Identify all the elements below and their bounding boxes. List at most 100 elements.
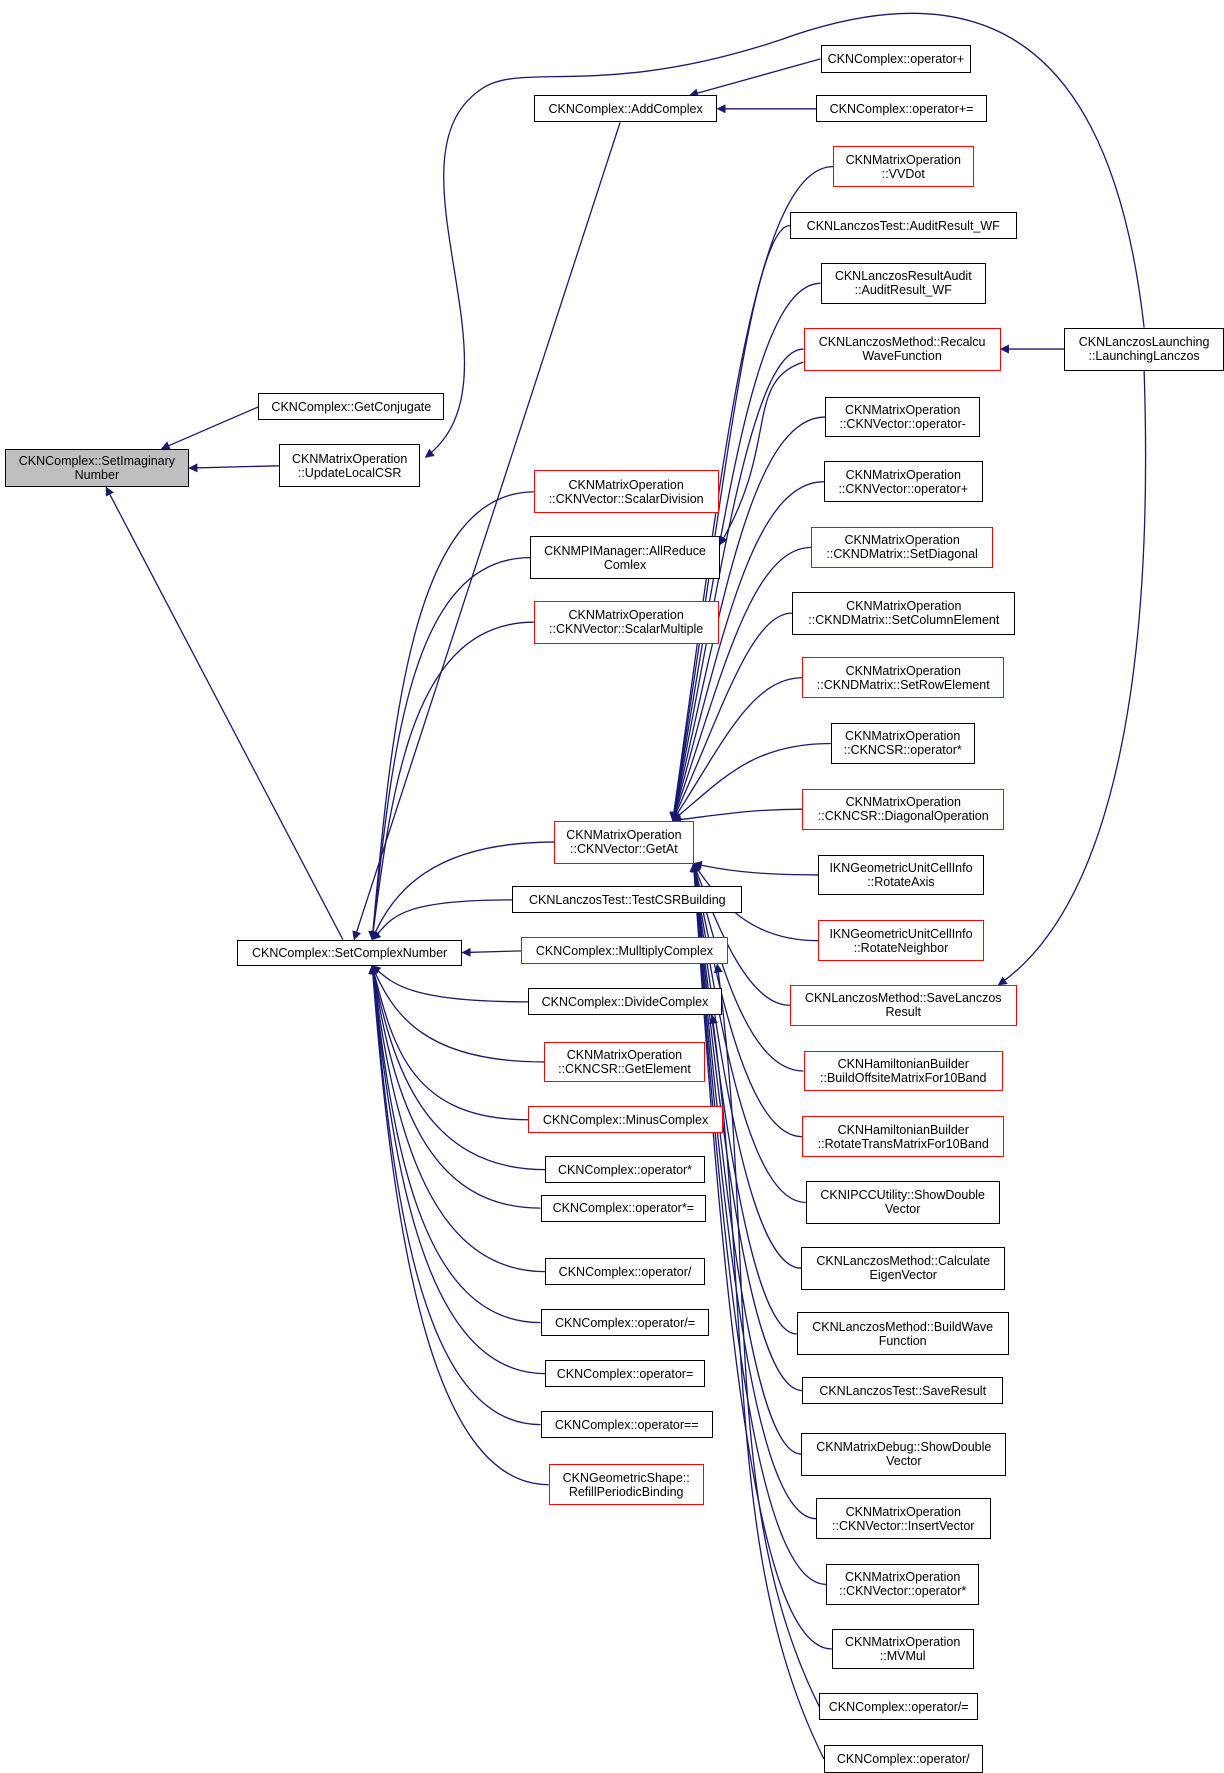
function-node-label: CKNMatrixOperation ::UpdateLocalCSR (291, 451, 408, 480)
function-node[interactable]: CKNMatrixOperation ::CKNDMatrix::SetColu… (792, 591, 1016, 635)
call-edge (692, 860, 819, 876)
function-node-label: CKNMatrixDebug::ShowDouble Vector (816, 1440, 992, 1469)
function-node[interactable]: CKNLanczosMethod::Recalcu WaveFunction (803, 327, 1001, 371)
function-node-label: CKNGeometricShape:: RefillPeriodicBindin… (562, 1470, 690, 1499)
function-node[interactable]: CKNComplex::operator/ (823, 1745, 983, 1773)
function-node[interactable]: CKNComplex::operator* (545, 1156, 705, 1184)
function-node[interactable]: CKNMatrixOperation ::CKNCSR::DiagonalOpe… (802, 788, 1005, 830)
function-node-label: CKNMatrixOperation ::CKNVector::operator… (839, 1570, 967, 1599)
call-edge (690, 862, 803, 1138)
function-node-label: CKNMatrixOperation ::MVMul (845, 1634, 961, 1663)
function-node-label: CKNComplex::operator/ (836, 1751, 970, 1766)
function-node-label: CKNMatrixOperation ::VVDot (845, 152, 961, 181)
function-node[interactable]: CKNComplex::operator/= (540, 1309, 710, 1337)
call-edge (352, 122, 621, 941)
function-node[interactable]: CKNComplex::DivideComplex (528, 988, 722, 1016)
function-node-label: CKNComplex::operator+ (827, 51, 965, 66)
function-node[interactable]: CKNMatrixOperation ::CKNDMatrix::SetRowE… (802, 657, 1005, 699)
function-node[interactable]: CKNMatrixOperation ::CKNVector::operator… (825, 396, 981, 438)
function-node-label: CKNComplex::AddComplex (548, 101, 703, 116)
call-edge (368, 491, 534, 941)
function-node-label: CKNComplex::GetConjugate (271, 399, 432, 414)
call-edge (689, 862, 827, 1586)
call-edge (369, 964, 546, 1171)
function-node[interactable]: IKNGeometricUnitCellInfo ::RotateAxis (818, 854, 984, 896)
function-node[interactable]: CKNMatrixOperation ::CKNVector::operator… (826, 1564, 980, 1605)
root-function-node[interactable]: CKNComplex::SetImaginary Number (4, 448, 190, 488)
call-edge (671, 546, 812, 822)
function-node[interactable]: IKNGeometricUnitCellInfo ::RotateNeighbo… (818, 920, 984, 962)
call-edge (671, 742, 831, 822)
call-edge (369, 964, 541, 1209)
function-node-label: CKNLanczosTest::SaveResult (819, 1383, 987, 1398)
call-edge (105, 486, 344, 940)
function-node-label: IKNGeometricUnitCellInfo ::RotateNeighbo… (829, 926, 973, 955)
function-node[interactable]: CKNComplex::operator+ (820, 45, 972, 73)
call-edge (690, 862, 806, 1204)
call-edge (371, 964, 529, 1003)
function-node[interactable]: CKNComplex::MulltiplyComplex (521, 937, 728, 965)
function-node[interactable]: CKNMatrixOperation ::VVDot (833, 146, 974, 187)
function-node[interactable]: CKNComplex::operator= (545, 1360, 705, 1388)
function-node[interactable]: CKNComplex::operator== (540, 1411, 713, 1439)
function-node[interactable]: CKNMatrixOperation ::CKNCSR::GetElement (544, 1041, 705, 1083)
call-edge (424, 12, 1145, 458)
call-edge (669, 224, 790, 822)
function-node[interactable]: CKNLanczosTest::AuditResult_WF (789, 211, 1017, 240)
function-node[interactable]: CKNMatrixOperation ::MVMul (831, 1628, 974, 1670)
function-node[interactable]: CKNMatrixDebug::ShowDouble Vector (801, 1432, 1007, 1476)
call-edge (719, 361, 804, 546)
call-edge (368, 964, 541, 1324)
function-node[interactable]: CKNMatrixOperation ::UpdateLocalCSR (278, 444, 421, 488)
function-node-label: CKNComplex::SetImaginary Number (18, 454, 176, 483)
function-node-label: CKNMatrixOperation ::CKNVector::GetAt (566, 828, 682, 857)
function-node[interactable]: CKNComplex::operator/= (819, 1693, 979, 1721)
function-node[interactable]: CKNMatrixOperation ::CKNDMatrix::SetDiag… (811, 527, 993, 568)
function-node[interactable]: CKNComplex::operator*= (540, 1194, 707, 1222)
function-node-label: CKNLanczosLaunching ::LaunchingLanczos (1078, 335, 1210, 364)
function-node[interactable]: CKNLanczosLaunching ::LaunchingLanczos (1064, 327, 1224, 371)
function-node[interactable]: CKNIPCCUtility::ShowDouble Vector (805, 1180, 1000, 1224)
function-node-label: CKNMatrixOperation ::CKNVector::operator… (838, 467, 969, 496)
function-node[interactable]: CKNComplex::AddComplex (533, 95, 718, 123)
function-node[interactable]: CKNMatrixOperation ::CKNVector::GetAt (554, 820, 694, 864)
function-node[interactable]: CKNMatrixOperation ::CKNVector::operator… (823, 461, 983, 503)
call-edge (689, 862, 802, 1455)
function-node[interactable]: CKNComplex::operator+= (816, 95, 988, 123)
function-node-label: CKNMatrixOperation ::CKNVector::ScalarMu… (549, 608, 704, 637)
call-edge (160, 406, 259, 450)
function-node[interactable]: CKNComplex::MinusComplex (528, 1106, 724, 1134)
function-node[interactable]: CKNLanczosMethod::Calculate EigenVector (801, 1246, 1006, 1290)
function-node[interactable]: CKNHamiltonianBuilder ::BuildOffsiteMatr… (803, 1050, 1003, 1092)
function-node[interactable]: CKNLanczosMethod::BuildWave Function (796, 1312, 1009, 1356)
function-node[interactable]: CKNMatrixOperation ::CKNCSR::operator* (830, 723, 975, 764)
function-node[interactable]: CKNLanczosResultAudit ::AuditResult_WF (820, 262, 986, 304)
function-node-label: CKNComplex::SetComplexNumber (252, 945, 448, 960)
function-node-label: CKNMatrixOperation ::CKNDMatrix::SetRowE… (816, 663, 990, 692)
function-node[interactable]: CKNLanczosTest::TestCSRBuilding (512, 886, 743, 914)
function-node[interactable]: CKNMPIManager::AllReduce Comlex (530, 536, 720, 580)
function-node[interactable]: CKNMatrixOperation ::CKNVector::InsertVe… (816, 1498, 991, 1540)
function-node[interactable]: CKNComplex::GetConjugate (258, 393, 445, 421)
function-node-label: CKNHamiltonianBuilder ::BuildOffsiteMatr… (820, 1056, 987, 1085)
function-node-label: CKNComplex::operator* (557, 1162, 693, 1177)
call-edge (713, 963, 820, 1708)
call-edge (693, 862, 819, 942)
function-node[interactable]: CKNLanczosMethod::SaveLanczos Result (789, 984, 1017, 1026)
function-node-label: CKNComplex::MulltiplyComplex (535, 943, 714, 958)
function-node[interactable]: CKNComplex::SetComplexNumber (236, 939, 463, 966)
function-node[interactable]: CKNComplex::operator/ (545, 1258, 705, 1286)
function-node-label: CKNMatrixOperation ::CKNVector::InsertVe… (832, 1504, 975, 1533)
call-edge (671, 808, 803, 825)
function-node[interactable]: CKNHamiltonianBuilder ::RotateTransMatri… (802, 1116, 1005, 1158)
function-node[interactable]: CKNMatrixOperation ::CKNVector::ScalarDi… (533, 470, 719, 514)
call-edge (371, 899, 513, 941)
function-node-label: CKNLanczosTest::AuditResult_WF (806, 218, 1000, 233)
function-node[interactable]: CKNLanczosTest::SaveResult (802, 1377, 1003, 1405)
function-node[interactable]: CKNGeometricShape:: RefillPeriodicBindin… (548, 1464, 704, 1506)
call-edge (369, 964, 529, 1121)
call-edge (368, 556, 531, 941)
function-node[interactable]: CKNMatrixOperation ::CKNVector::ScalarMu… (533, 600, 719, 644)
call-edge (669, 165, 834, 822)
call-edge (368, 964, 546, 1273)
